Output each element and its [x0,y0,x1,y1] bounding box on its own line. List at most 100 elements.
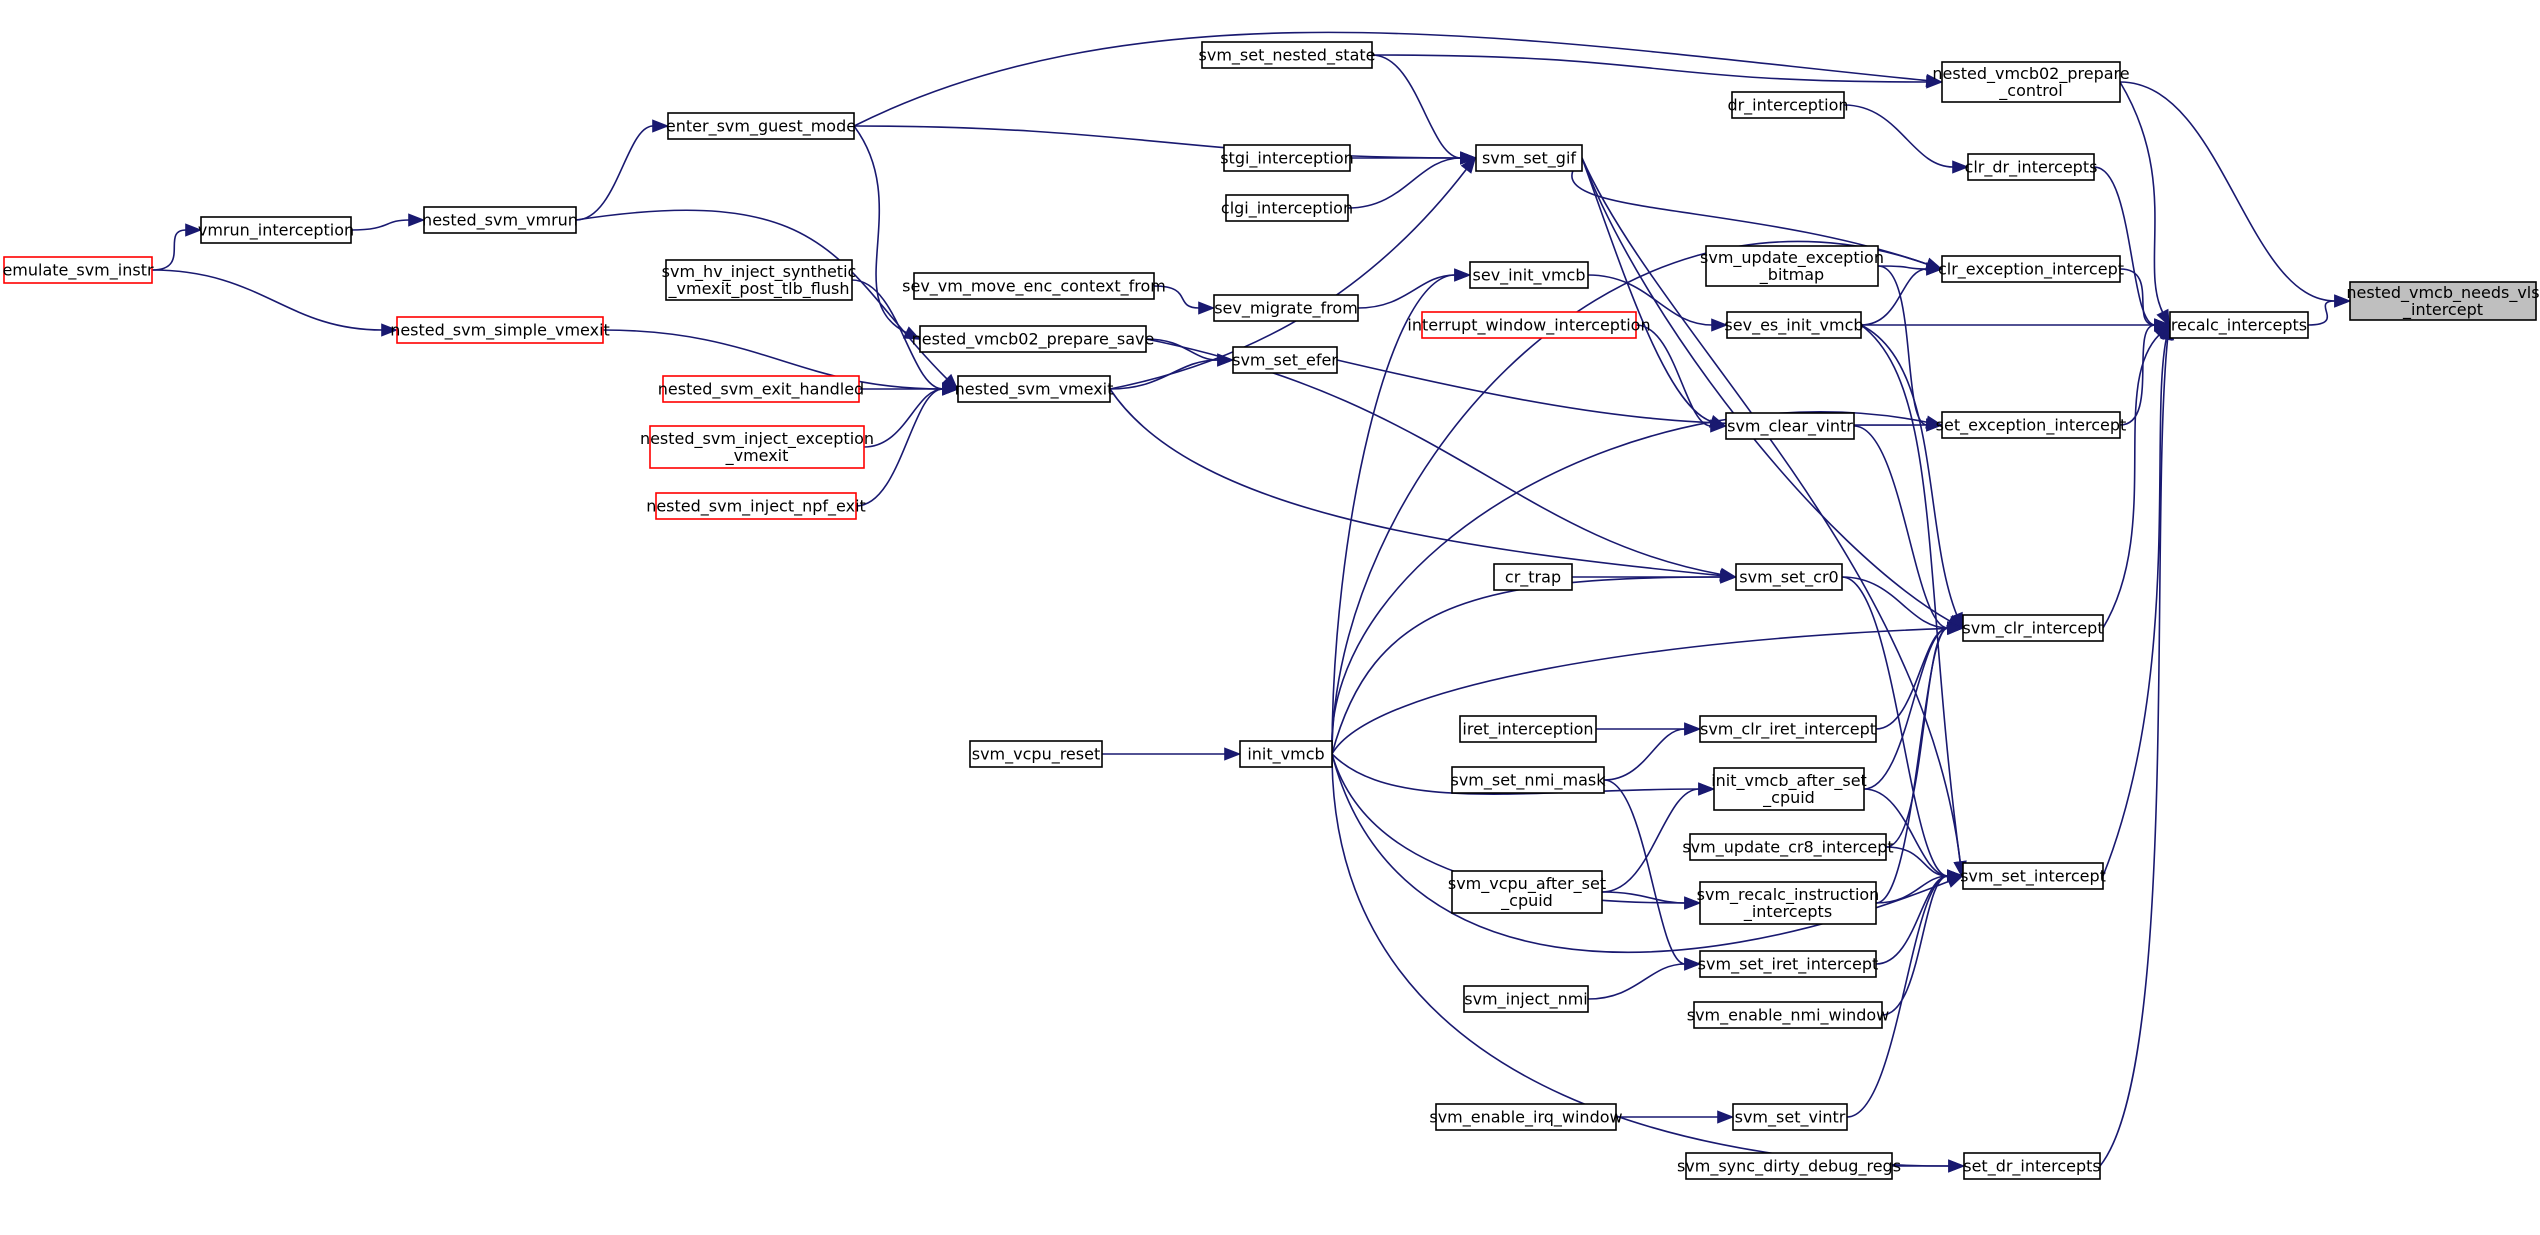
edge-line [851,279,944,390]
node-svm-set-intercept[interactable]: svm_set_intercept [1960,862,2106,890]
node-vmrun-interception[interactable]: vmrun_interception [198,216,354,244]
node-box [969,740,1103,768]
node-svm-hv-inject-synthetic-vmexit-post-tlb-flush[interactable]: svm_hv_inject_synthetic_vmexit_post_tlb_… [662,259,857,301]
edge-nested-vmcb02-prepare-control-to-nested-vmcb-needs-vls-intercept [2119,81,2352,308]
edge-line [1587,274,1713,326]
node-box [913,272,1155,300]
node-label: _bitmap [1759,265,1824,285]
node-box [665,259,853,301]
node-label: stgi_interception [1220,149,1354,169]
edge-svm-set-intercept-to-recalc-intercepts [2102,322,2173,877]
node-label: nested_vmcb_needs_vls [2346,283,2539,303]
node-svm-sync-dirty-debug-regs[interactable]: svm_sync_dirty_debug_regs [1677,1152,1901,1180]
edge-interrupt-window-interception-to-svm-clear-vintr [1635,324,1728,433]
edge-arrowhead [1947,621,1965,635]
node-stgi-interception[interactable]: stgi_interception [1220,144,1354,172]
node-emulate-svm-instr[interactable]: emulate_svm_instr [2,256,154,284]
node-svm-clr-iret-intercept[interactable]: svm_clr_iret_intercept [1699,715,1877,743]
node-svm-set-vintr[interactable]: svm_set_vintr [1732,1103,1848,1131]
node-iret-interception[interactable]: iret_interception [1459,715,1597,743]
node-nested-vmcb02-prepare-control[interactable]: nested_vmcb02_prepare_control [1932,61,2130,103]
edge-line [1331,753,1700,795]
node-recalc-intercepts[interactable]: recalc_intercepts [2169,311,2309,339]
node-svm-inject-nmi[interactable]: svm_inject_nmi [1463,985,1589,1013]
node-clr-dr-intercepts[interactable]: clr_dr_intercepts [1965,153,2098,181]
edge-svm-update-exception-bitmap-to-set-exception-intercept [1877,265,1944,432]
node-box [200,216,352,244]
node-set-dr-intercepts[interactable]: set_dr_intercepts [1963,1152,2101,1180]
edge-nested-vmcb02-prepare-save-to-svm-set-cr0 [1145,338,1738,581]
node-label: svm_sync_dirty_debug_regs [1677,1157,1901,1177]
node-label: svm_set_nested_state [1199,46,1376,66]
edge-arrowhead [1924,257,1944,271]
node-nested-vmcb02-prepare-save[interactable]: nested_vmcb02_prepare_save [912,325,1155,353]
node-box [1459,715,1597,743]
node-svm-vcpu-reset[interactable]: svm_vcpu_reset [969,740,1103,768]
node-nested-svm-exit-handled[interactable]: nested_svm_exit_handled [658,375,864,403]
node-box [1463,985,1589,1013]
node-svm-set-nested-state[interactable]: svm_set_nested_state [1199,41,1376,69]
edge-line [853,125,907,334]
node-svm-enable-nmi-window[interactable]: svm_enable_nmi_window [1687,1001,1890,1029]
edge-init-vmcb-to-svm-set-cr0 [1331,570,1738,755]
node-label: cr_trap [1505,568,1561,588]
node-svm-clear-vintr[interactable]: svm_clear_vintr [1725,412,1855,440]
edge-line [1145,338,1722,576]
node-svm-update-cr8-intercept[interactable]: svm_update_cr8_intercept [1682,833,1894,861]
node-svm-recalc-instruction-intercepts[interactable]: svm_recalc_instruction_intercepts [1697,881,1880,925]
node-sev-es-init-vmcb[interactable]: sev_es_init_vmcb [1724,311,1864,339]
edge-nested-vmcb02-prepare-control-to-recalc-intercepts [2119,81,2170,327]
node-nested-svm-vmrun[interactable]: nested_svm_vmrun [422,206,578,234]
node-sev-init-vmcb[interactable]: sev_init_vmcb [1469,261,1589,289]
edge-line [1331,274,1456,755]
edge-arrowhead [1720,570,1738,584]
node-nested-vmcb-needs-vls-intercept[interactable]: nested_vmcb_needs_vls_intercept [2346,281,2540,321]
node-svm-enable-irq-window[interactable]: svm_enable_irq_window [1429,1103,1623,1131]
node-clgi-interception[interactable]: clgi_interception [1221,194,1353,222]
node-dr-interception[interactable]: dr_interception [1727,91,1849,119]
node-label: sev_vm_move_enc_context_from [902,277,1166,297]
node-label: clr_dr_intercepts [1965,158,2098,178]
node-set-exception-intercept[interactable]: set_exception_intercept [1936,411,2127,439]
edge-line [1109,359,1219,390]
node-svm-set-cr0[interactable]: svm_set_cr0 [1735,563,1843,591]
node-init-vmcb-after-set-cpuid[interactable]: init_vmcb_after_set_cpuid [1711,767,1867,811]
node-nested-svm-vmexit[interactable]: nested_svm_vmexit [955,375,1114,403]
node-svm-set-efer[interactable]: svm_set_efer [1232,346,1338,374]
edge-line [1109,388,1722,577]
node-label: svm_clr_intercept [1962,619,2103,639]
node-clr-exception-intercept[interactable]: clr_exception_intercept [1938,255,2124,283]
node-nested-svm-simple-vmexit[interactable]: nested_svm_simple_vmexit [390,316,610,344]
node-svm-clr-intercept[interactable]: svm_clr_intercept [1962,614,2104,642]
node-svm-set-iret-intercept[interactable]: svm_set_iret_intercept [1698,950,1879,978]
node-box [1732,1103,1848,1131]
edge-arrowhead [1950,611,1963,631]
edge-init-vmcb-to-clr-exception-intercept [1331,240,1944,755]
node-label: svm_clear_vintr [1727,417,1853,437]
edge-nested-svm-vmrun-to-enter-svm-guest-mode [575,119,670,221]
edge-line [1153,285,1200,309]
node-svm-update-exception-bitmap[interactable]: svm_update_exception_bitmap [1700,245,1884,287]
edge-init-vmcb-to-init-vmcb-after-set-cpuid [1331,753,1716,796]
node-cr-trap[interactable]: cr_trap [1493,563,1573,591]
node-enter-svm-guest-mode[interactable]: enter_svm_guest_mode [666,112,856,140]
node-label: svm_set_efer [1232,351,1338,371]
node-label: svm_hv_inject_synthetic [662,262,857,282]
edge-line [1877,265,1928,270]
edge-arrowhead [1224,747,1242,761]
node-sev-vm-move-enc-context-from[interactable]: sev_vm_move_enc_context_from [902,272,1166,300]
node-init-vmcb[interactable]: init_vmcb [1239,740,1333,768]
node-interrupt-window-interception[interactable]: interrupt_window_interception [1407,311,1651,339]
node-nested-svm-inject-npf-exit[interactable]: nested_svm_inject_npf_exit [646,492,866,520]
node-sev-migrate-from[interactable]: sev_migrate_from [1213,294,1359,322]
node-box [1725,412,1855,440]
node-svm-set-nmi-mask[interactable]: svm_set_nmi_mask [1450,766,1606,794]
node-svm-set-gif[interactable]: svm_set_gif [1475,144,1583,172]
node-box [655,492,857,520]
edge-line [1841,576,1949,629]
edge-arrowhead [1198,301,1216,315]
node-svm-vcpu-after-set-cpuid[interactable]: svm_vcpu_after_set_cpuid [1448,870,1606,914]
node-label: nested_svm_simple_vmexit [390,321,610,341]
node-nested-svm-inject-exception-vmexit[interactable]: nested_svm_inject_exception_vmexit [640,425,874,469]
edge-line [1603,728,1686,781]
